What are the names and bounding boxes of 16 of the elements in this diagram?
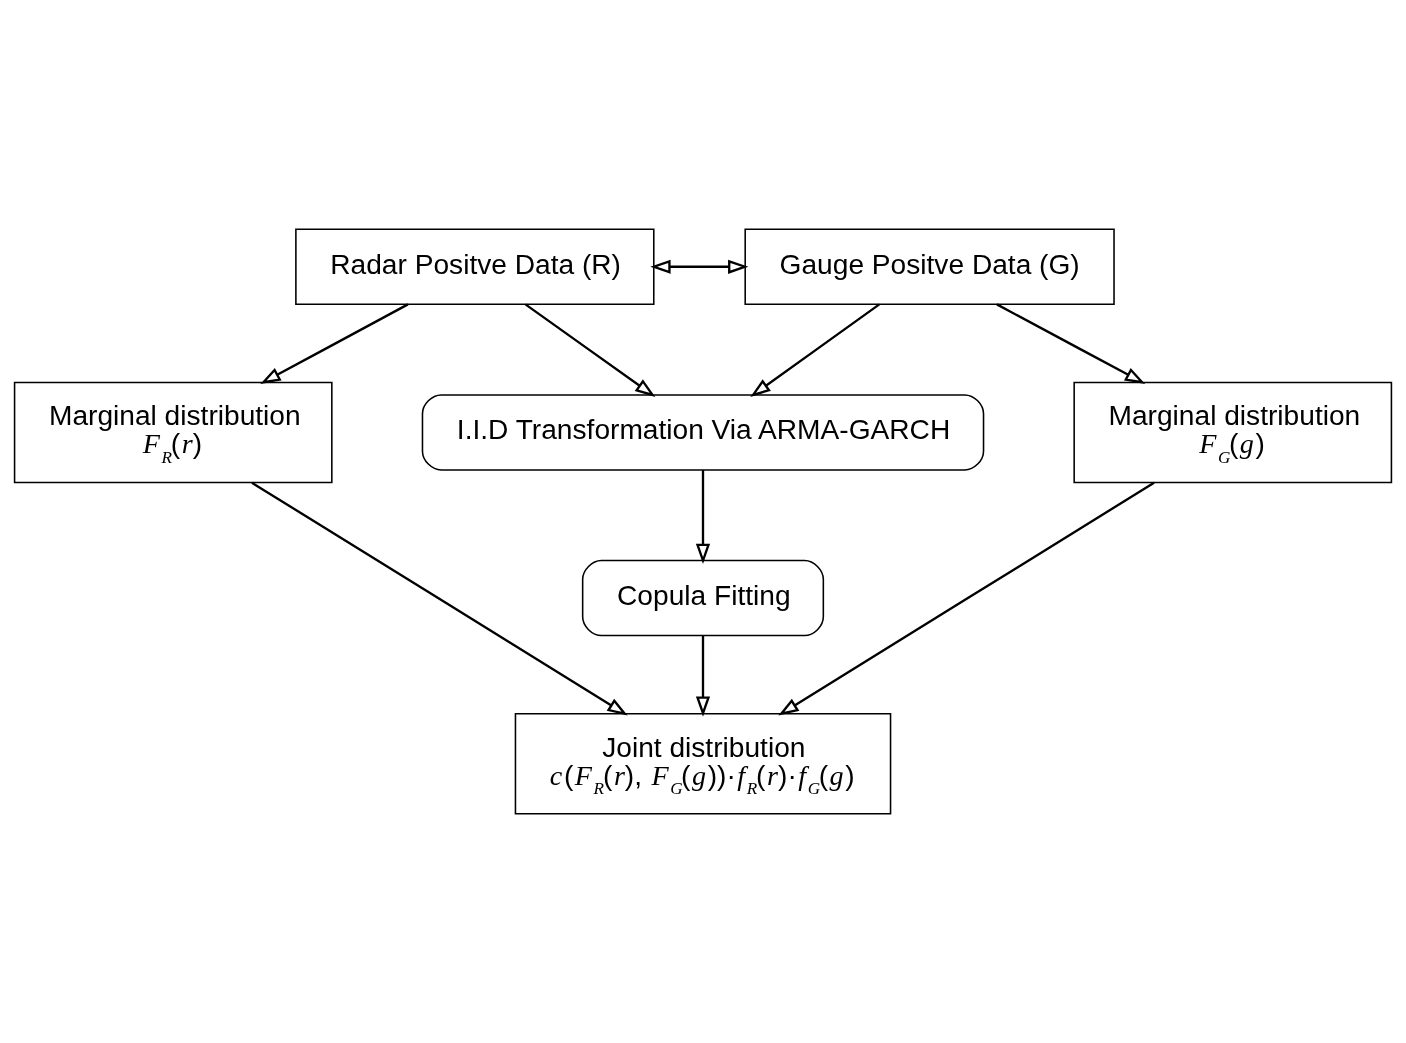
node-box: Copula Fitting (581, 559, 825, 637)
node-box: Joint distribution c(F$_{R}$(r), F$_{G}$(g))·f$_{R}$(r)·f$_{G}$(g) (514, 712, 892, 815)
node-box: I.I.D Transformation Via ARMA-GARCH (421, 394, 985, 471)
arrow (260, 303, 409, 384)
arrow (778, 481, 1155, 716)
arrow (251, 481, 628, 716)
arrow (650, 259, 749, 274)
arrow (750, 303, 880, 397)
arrow (695, 635, 711, 717)
node-box: Marginal distribution F$_{G}$(g) (1073, 381, 1393, 484)
node-box: Radar Positve Data (R) (295, 228, 655, 306)
node-box: Gauge Positve Data (G) (744, 228, 1115, 306)
arrow (996, 303, 1146, 384)
node-box: Marginal distribution F$_{R}$(r) (13, 381, 333, 484)
arrow (524, 303, 656, 397)
arrow (695, 470, 711, 565)
